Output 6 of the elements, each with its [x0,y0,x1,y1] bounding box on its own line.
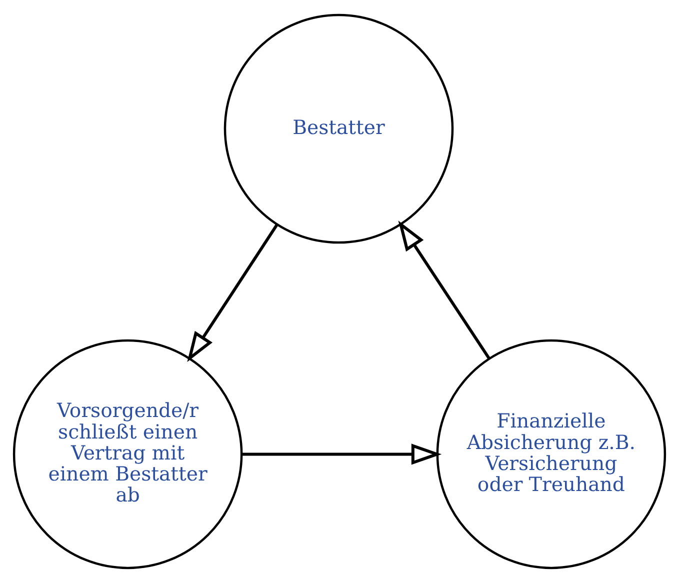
node-circle: Bestatter [224,13,454,244]
arrow [242,443,442,464]
arrow [398,220,490,359]
node-circle: Vorsorgende/r schließt einen Vertrag mit einem Bestatter ab [12,338,243,569]
node-circle: Finanzielle Absicherung z.B. Versicherung oder Treuhand [436,338,666,569]
arrow [187,224,278,362]
